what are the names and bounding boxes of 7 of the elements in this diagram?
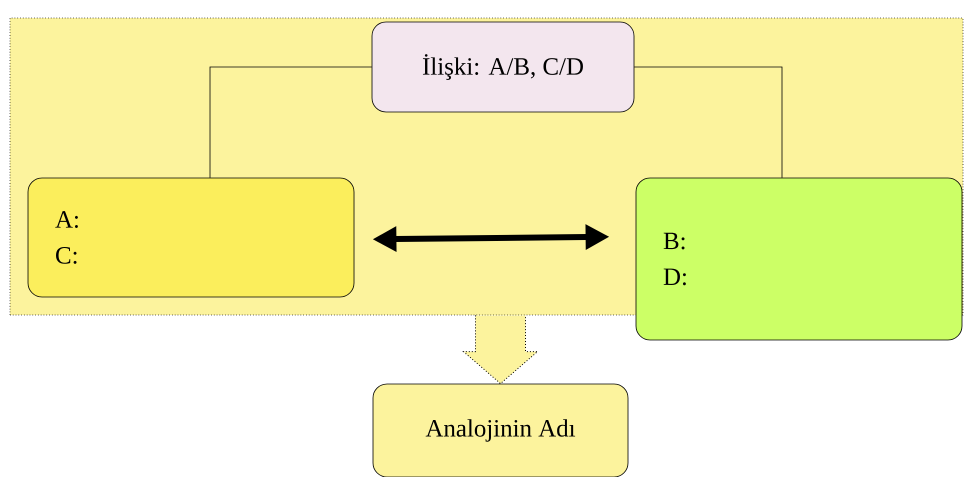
title-box: Analojinin Adı bbox=[372, 384, 628, 477]
connector-line bbox=[210, 66, 372, 178]
relation-box: İlişki: A/B, C/D bbox=[372, 22, 634, 112]
term-box: A: C: bbox=[28, 178, 354, 298]
block-arrow bbox=[462, 314, 539, 384]
connector-line bbox=[634, 66, 782, 178]
term-box: B: D: bbox=[636, 178, 962, 340]
